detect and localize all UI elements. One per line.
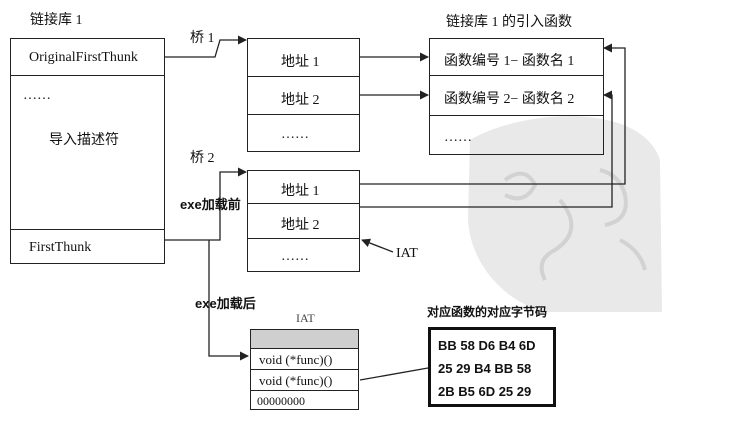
bridge1-cell: 地址 1 xyxy=(248,39,359,77)
exe-before-label: exe加载前 xyxy=(180,197,241,212)
arrow-iat-pointer xyxy=(361,238,394,253)
arrow-b2a2-to-func2 xyxy=(360,90,613,208)
bytecode-line: 2B B5 6D 25 29 xyxy=(438,384,532,399)
bridge2-cell: …… xyxy=(281,249,309,264)
iat-after-box: void (*func)() void (*func)() 00000000 xyxy=(250,329,359,410)
descriptor-row-firstthunk: FirstThunk xyxy=(11,229,164,265)
bridge1-cell: …… xyxy=(281,127,309,142)
import-functions-box: 函数编号 1− 函数名 1 函数编号 2− 函数名 2 …… xyxy=(429,38,604,155)
descriptor-title: 链接库 1 xyxy=(30,13,83,28)
exe-after-label: exe加载后 xyxy=(195,296,256,311)
func-cell: 函数编号 2− 函数名 2 xyxy=(430,76,603,116)
import-descriptor-box: OriginalFirstThunk …… 导入描述符 FirstThunk xyxy=(10,38,165,264)
iat-after-title: IAT xyxy=(296,311,315,325)
bridge1-box: 地址 1 地址 2 …… xyxy=(247,38,360,152)
iat-after-cell-header xyxy=(251,330,358,349)
iat-after-cell: void (*func)() xyxy=(251,370,358,391)
arrow-b2a1-to-func1 xyxy=(360,43,626,185)
iat-after-cell: 00000000 xyxy=(257,394,305,408)
import-functions-title: 链接库 1 的引入函数 xyxy=(446,15,572,30)
bytecode-box: BB 58 D6 B4 6D 25 29 B4 BB 58 2B B5 6D 2… xyxy=(428,327,556,407)
bridge1-label: 桥 1 xyxy=(190,31,215,46)
bridge2-box: 地址 1 地址 2 …… xyxy=(247,170,360,272)
func-cell: 函数编号 1− 函数名 1 xyxy=(430,39,603,76)
arrow-oft-to-bridge1 xyxy=(165,35,247,58)
descriptor-row-originalfirstthunk: OriginalFirstThunk xyxy=(11,39,164,76)
arrow-ft-to-bridge2 xyxy=(165,167,247,241)
bytecode-title: 对应函数的对应字节码 xyxy=(427,305,548,319)
func-cell: …… xyxy=(444,130,472,145)
descriptor-row-ellipsis: …… xyxy=(23,88,51,103)
arrow-func-to-bytecode xyxy=(359,367,429,381)
bridge2-cell: 地址 2 xyxy=(248,204,359,239)
arrow-after-load xyxy=(208,240,249,361)
bytecode-line: 25 29 B4 BB 58 xyxy=(438,361,532,376)
bridge1-cell: 地址 2 xyxy=(248,77,359,115)
descriptor-row-label: 导入描述符 xyxy=(49,133,119,148)
iat-label: IAT xyxy=(396,246,418,261)
bytecode-line: BB 58 D6 B4 6D xyxy=(438,338,536,353)
bridge2-label: 桥 2 xyxy=(190,151,215,166)
iat-after-cell: void (*func)() xyxy=(251,349,358,370)
bridge2-cell: 地址 1 xyxy=(248,171,359,204)
